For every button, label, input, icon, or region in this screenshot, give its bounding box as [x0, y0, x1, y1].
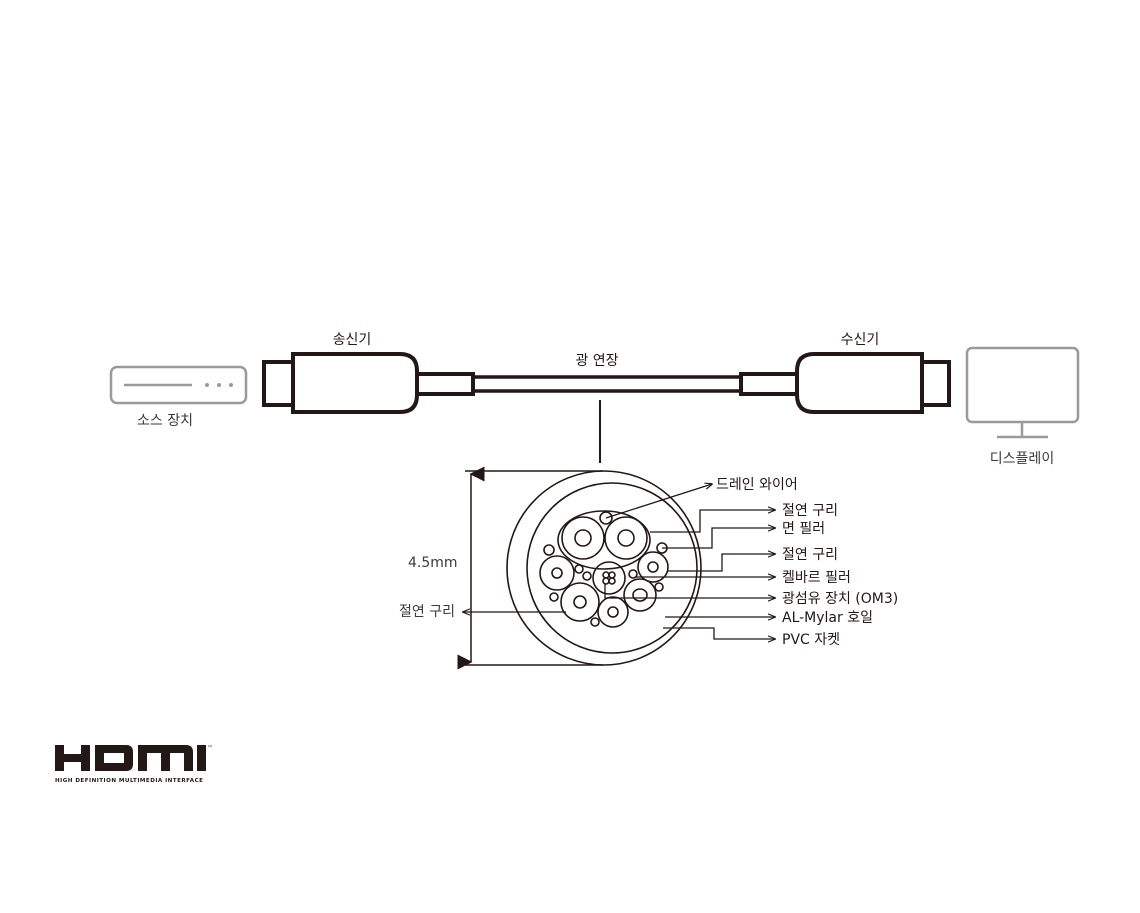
transmitter-connector-icon — [262, 352, 475, 414]
drain-wire — [599, 511, 613, 525]
diameter-label: 4.5mm — [408, 555, 458, 571]
label-insulated-copper-left: 절연 구리 — [399, 604, 455, 620]
label-pvc-jacket: PVC 자켓 — [782, 632, 840, 648]
label-fiber-unit: 광섬유 장치 (OM3) — [782, 591, 898, 607]
cable-cross-section — [506, 470, 702, 666]
label-insulated-copper-1: 절연 구리 — [782, 503, 838, 519]
transmitter-label: 송신기 — [333, 332, 372, 348]
hdmi-logo: ™ HIGH DEFINITION MULTIMEDIA INTERFACE — [55, 745, 213, 784]
receiver-connector-icon — [739, 352, 951, 414]
receiver-label: 수신기 — [841, 332, 880, 348]
diameter-dimension — [457, 466, 603, 670]
label-insulated-copper-2: 절연 구리 — [782, 547, 838, 563]
foil-circle — [526, 482, 698, 654]
display-monitor-icon — [965, 346, 1080, 439]
label-cotton-filler: 면 필러 — [782, 521, 825, 537]
leader-lines — [463, 484, 775, 639]
label-kevlar-filler: 켈바르 필러 — [782, 570, 851, 586]
optical-cable — [473, 375, 741, 393]
cable-label: 광 연장 — [575, 353, 618, 369]
pair-wrap — [557, 510, 651, 570]
label-al-mylar-foil: AL-Mylar 호일 — [782, 610, 873, 626]
source-device-icon — [109, 365, 248, 405]
display-label: 디스플레이 — [990, 451, 1054, 467]
hdmi-tagline: HIGH DEFINITION MULTIMEDIA INTERFACE — [55, 778, 203, 784]
pvc-jacket-circle — [506, 470, 702, 666]
source-device-label: 소스 장치 — [137, 413, 193, 429]
label-drain-wire: 드레인 와이어 — [716, 477, 798, 493]
hdmi-trademark: ™ — [207, 745, 213, 752]
